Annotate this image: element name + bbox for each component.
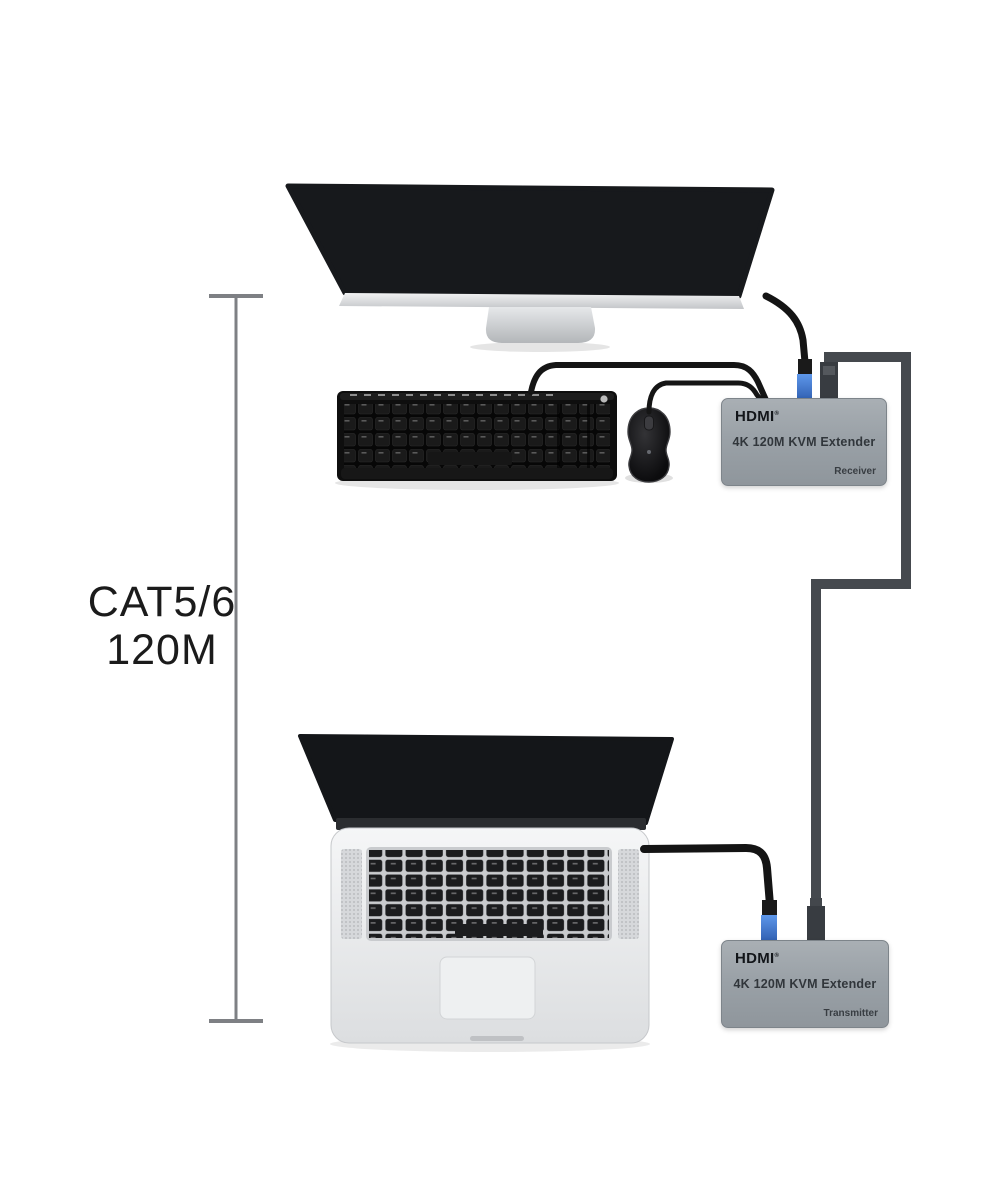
laptop-lid-notch: [470, 1036, 524, 1041]
transmitter-role-label: Transmitter: [823, 1008, 878, 1019]
keyboard-cable: [528, 362, 769, 403]
monitor-bezel: [285, 183, 775, 299]
cable-label: CAT5/6 120M: [52, 578, 272, 674]
hdmi-logo-mark: ®: [774, 411, 780, 417]
receiver-box: HDMI® 4K 120M KVM Extender Receiver: [721, 398, 887, 486]
cable-type-text: CAT5/6: [87, 578, 237, 626]
transmitter-box: HDMI® 4K 120M KVM Extender Transmitter: [721, 940, 889, 1028]
hdmi-logo-text: HDMI: [735, 408, 775, 425]
receiver-role-label: Receiver: [834, 466, 876, 477]
laptop-spacebar: [455, 924, 543, 936]
extender-title: 4K 120M KVM Extender: [733, 977, 877, 991]
hdmi-cable-laptop: [640, 843, 774, 909]
desktop-monitor: [285, 183, 775, 343]
monitor-stand: [485, 307, 596, 343]
trackpad: [439, 956, 536, 1020]
extender-title: 4K 120M KVM Extender: [732, 435, 876, 449]
mouse-cable: [646, 380, 765, 415]
cat-plug-transmitter: [807, 906, 825, 942]
laptop-speaker-right: [618, 849, 639, 939]
hdmi-logo-text: HDMI: [735, 950, 775, 967]
cable-length-text: 120M: [106, 626, 218, 675]
spacebar: [428, 452, 512, 465]
laptop: [298, 734, 674, 1044]
cat-cable: [811, 352, 911, 910]
keyboard: [337, 391, 617, 481]
mouse-logo: [647, 450, 651, 454]
hdmi-logo: HDMI®: [735, 408, 779, 425]
keyboard-logo: [600, 395, 608, 403]
hdmi-cable-monitor: [762, 292, 809, 366]
mouse-scroll-wheel: [644, 415, 654, 431]
laptop-keyboard: [369, 850, 609, 938]
hdmi-logo-mark: ®: [774, 953, 780, 959]
hdmi-plug-transmitter: [761, 915, 777, 941]
hdmi-plug-receiver: [797, 374, 812, 400]
hdmi-logo: HDMI®: [735, 950, 779, 967]
monitor-chin: [339, 293, 744, 309]
laptop-screen-bezel: [298, 734, 674, 825]
cables: [528, 292, 911, 942]
laptop-speaker-left: [341, 849, 362, 939]
mouse: [627, 407, 671, 483]
laptop-hinge: [336, 818, 646, 830]
measurement-line: [209, 294, 263, 1023]
